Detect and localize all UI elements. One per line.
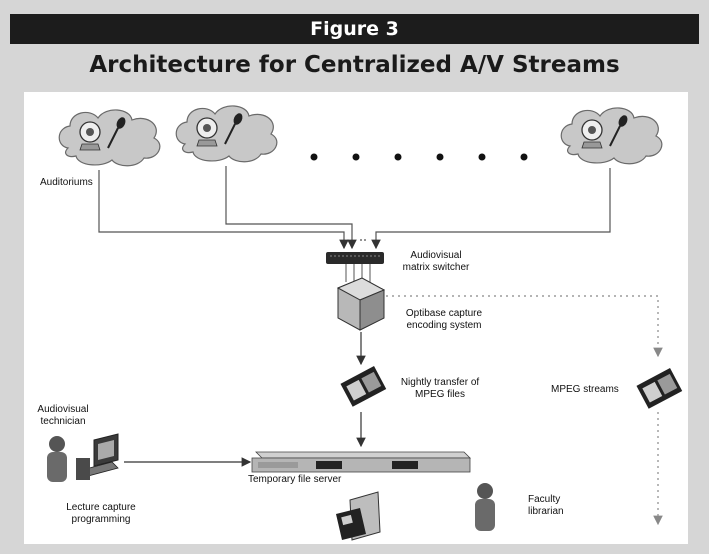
auditorium-feed-lines xyxy=(98,166,611,250)
ellipsis-dots xyxy=(310,153,528,161)
rack-server-icon xyxy=(251,451,471,473)
microphone-icon xyxy=(107,117,126,149)
matrix-switcher-icon xyxy=(326,252,384,264)
server-box-icon xyxy=(336,277,386,331)
figure-label: Figure 3 xyxy=(10,14,699,44)
mpeg-stream-path xyxy=(386,295,663,526)
film-strip-icon xyxy=(636,368,683,409)
folder-icon xyxy=(336,491,381,541)
film-strip-icon xyxy=(340,366,387,407)
auditorium-cloud-1 xyxy=(58,109,161,167)
camera-icon xyxy=(581,119,603,149)
computer-icon xyxy=(76,433,119,480)
camera-icon xyxy=(79,121,101,151)
auditorium-cloud-2 xyxy=(175,105,278,163)
microphone-icon xyxy=(609,115,628,147)
person-icon xyxy=(47,436,67,482)
figure-title: Architecture for Centralized A/V Streams xyxy=(89,52,620,78)
file-server-label: Temporary file server xyxy=(248,474,342,485)
microphone-icon xyxy=(224,113,243,145)
auditorium-cloud-3 xyxy=(560,107,663,165)
camera-icon xyxy=(196,117,218,147)
person-icon xyxy=(475,483,495,531)
mpeg-streams-label: MPEG streams xyxy=(551,384,619,395)
auditoriums-label: Auditoriums xyxy=(40,177,93,188)
